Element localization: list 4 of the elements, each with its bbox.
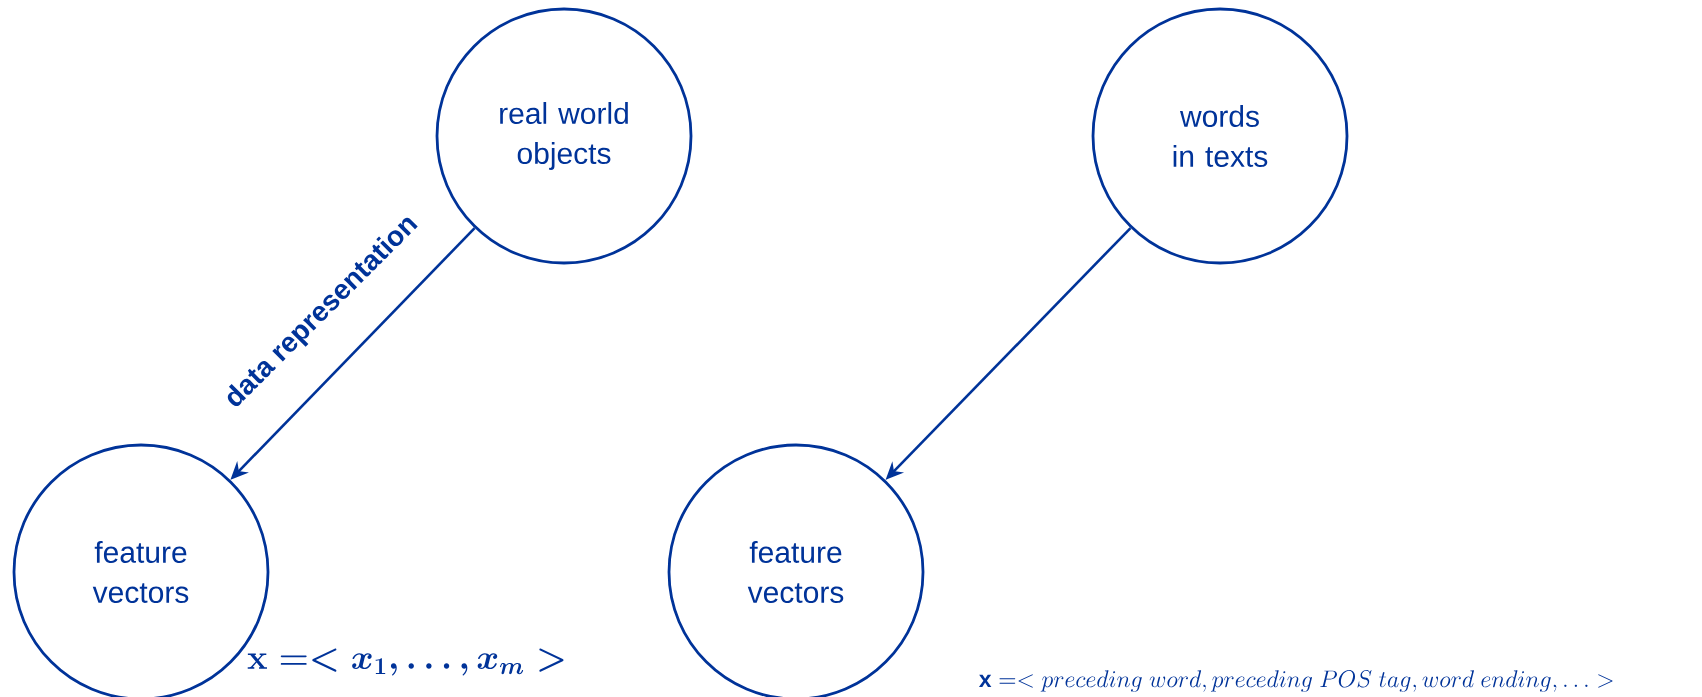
circle-node: words in texts <box>1091 7 1349 265</box>
formula: $\mathbf{x} =< x_1, \ldots, x_m >$ <box>247 648 564 676</box>
circle-node: real world objects <box>435 7 693 265</box>
formula: $\mathbf{x} =< preceding\ word, preceding\ POS\ tag, word\ ending, \ldots >$ <box>978 670 1613 692</box>
